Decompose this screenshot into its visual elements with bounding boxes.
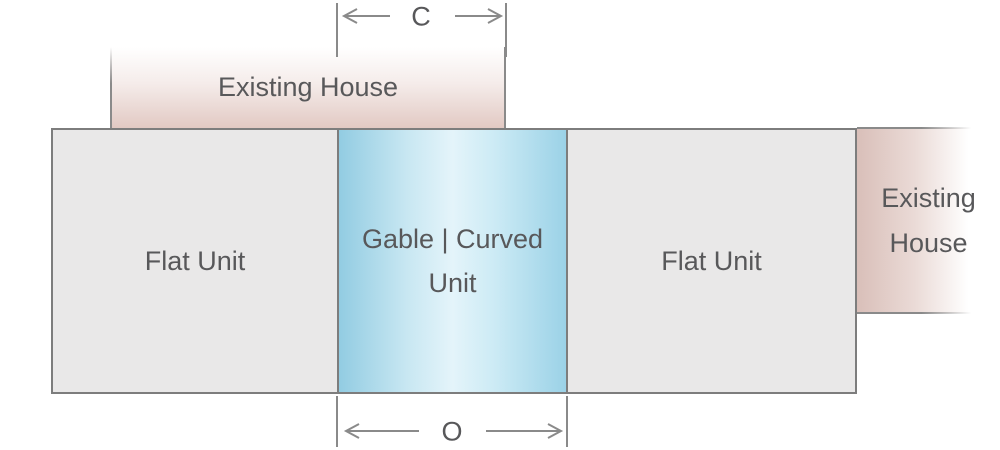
dim-c-label: C [411, 1, 431, 32]
dim-o-label: O [441, 416, 463, 447]
existing-house-right-label-line2: House [889, 227, 968, 258]
existing-house-right-block: Existing House [857, 127, 1000, 314]
existing-house-right-label-line1: Existing [881, 182, 976, 213]
existing-house-top-label: Existing House [217, 72, 399, 102]
existing-house-right-top-edge [857, 127, 1000, 129]
existing-house-top-block: Existing House [110, 47, 506, 128]
gable-unit-label-line2: Unit [428, 268, 477, 298]
flat-unit-right: Flat Unit [568, 130, 855, 392]
units-row: Flat Unit Gable | Curved Unit Flat Unit [51, 128, 857, 394]
dim-o-left-arrowhead-icon [343, 423, 360, 439]
flat-unit-left-label: Flat Unit [144, 245, 246, 276]
dim-o-right-arrowhead-icon [547, 423, 564, 439]
flat-unit-right-label: Flat Unit [661, 245, 762, 276]
existing-house-top-right-edge [504, 47, 506, 128]
flat-unit-left: Flat Unit [53, 130, 337, 392]
existing-house-top-left-edge [110, 47, 112, 128]
gable-curved-unit: Gable | Curved Unit [337, 130, 568, 392]
dim-c-left-arrowhead-icon [341, 8, 358, 24]
dim-c-right-arrowhead-icon [487, 8, 504, 24]
existing-house-right-bottom-edge [857, 312, 1000, 314]
gable-unit-label-line1: Gable | Curved [361, 224, 544, 254]
